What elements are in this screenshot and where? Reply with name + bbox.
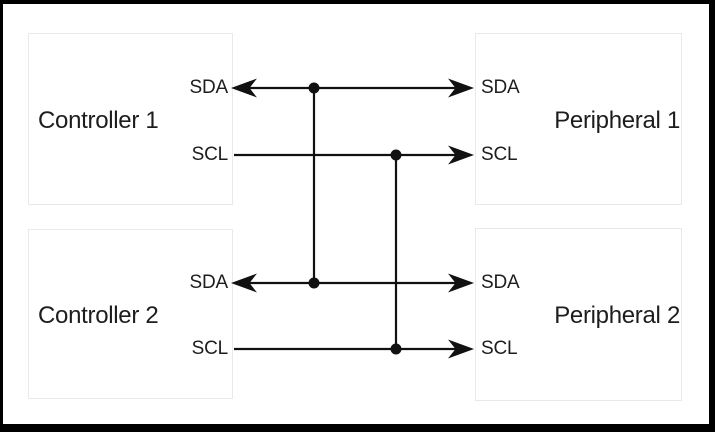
arrowhead-right-icon xyxy=(448,339,474,359)
node-box-controller-2 xyxy=(28,229,233,399)
pin-label-peripheral-1-scl: SCL xyxy=(481,144,518,165)
pin-label-peripheral-1-sda: SDA xyxy=(481,77,520,98)
arrowhead-right-icon xyxy=(448,273,474,293)
pin-label-peripheral-2-sda: SDA xyxy=(481,272,520,293)
pin-label-controller-1-sda: SDA xyxy=(189,77,229,98)
junction-dot xyxy=(390,343,402,355)
pin-label-controller-2-scl: SCL xyxy=(191,338,229,359)
node-box-peripheral-1 xyxy=(475,33,682,205)
node-label-peripheral-1: Peripheral 1 xyxy=(554,107,680,134)
junction-dot xyxy=(308,277,320,289)
node-box-controller-1 xyxy=(28,33,233,205)
node-label-controller-2: Controller 2 xyxy=(38,302,159,329)
node-label-controller-1: Controller 1 xyxy=(38,107,159,134)
pin-label-controller-1-scl: SCL xyxy=(191,144,229,165)
arrowhead-right-icon xyxy=(448,145,474,165)
junction-dot xyxy=(390,149,402,161)
node-label-peripheral-2: Peripheral 2 xyxy=(554,302,680,329)
arrowhead-right-icon xyxy=(448,78,474,98)
arrowhead-left-icon xyxy=(231,273,257,293)
pin-label-controller-2-sda: SDA xyxy=(189,272,229,293)
pin-label-peripheral-2-scl: SCL xyxy=(481,338,518,359)
junction-dot xyxy=(308,82,320,94)
node-box-peripheral-2 xyxy=(475,228,682,401)
arrowhead-left-icon xyxy=(231,78,257,98)
